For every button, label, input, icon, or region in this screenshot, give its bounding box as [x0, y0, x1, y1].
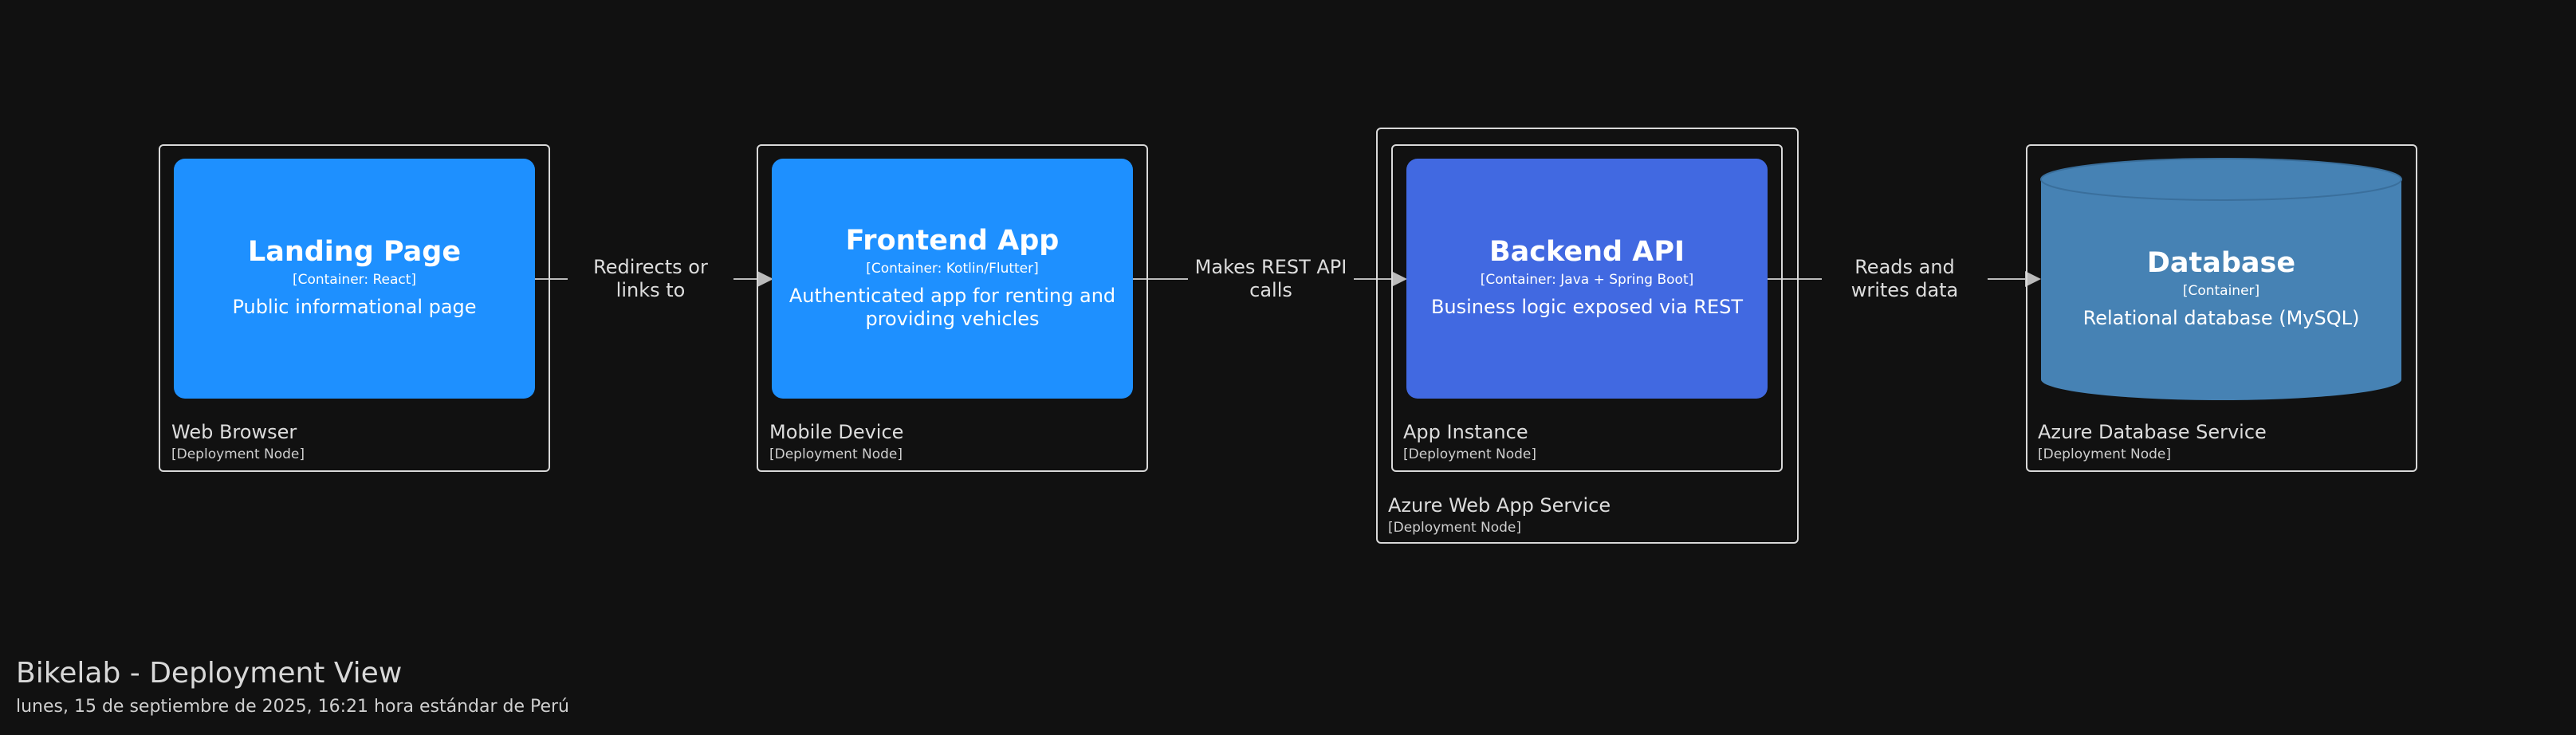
- node-type-web-browser: [Deployment Node]: [171, 446, 305, 462]
- node-type-azure-database: [Deployment Node]: [2038, 446, 2172, 462]
- edge-arrowhead-landing-frontend: [757, 271, 773, 287]
- container-database: Database [Container] Relational database…: [2041, 179, 2401, 379]
- container-desc-frontend: Authenticated app for renting and provid…: [789, 285, 1116, 330]
- node-type-mobile-device: [Deployment Node]: [769, 446, 903, 462]
- node-name-azure-database: Azure Database Service: [2038, 421, 2267, 443]
- container-desc-landing: Public informational page: [232, 296, 477, 318]
- container-title-database: Database: [2146, 247, 2296, 279]
- node-name-web-browser: Web Browser: [171, 421, 297, 443]
- edge-arrowhead-backend-database: [2025, 271, 2041, 287]
- edge-label-rest-calls: Makes REST API calls: [1188, 256, 1354, 302]
- container-title-landing: Landing Page: [247, 236, 462, 268]
- deployment-node-app-instance: [1391, 144, 1783, 472]
- container-title-backend: Backend API: [1489, 236, 1685, 268]
- container-landing-page: Landing Page [Container: React] Public i…: [174, 159, 535, 399]
- database-cylinder-body: [2041, 179, 2401, 400]
- deployment-node-azure-web-app: [1376, 128, 1799, 544]
- container-desc-database: Relational database (MySQL): [2082, 307, 2360, 329]
- node-type-app-instance: [Deployment Node]: [1403, 446, 1537, 462]
- deployment-node-mobile-device: [757, 144, 1148, 472]
- edge-label-reads-writes: Reads and writes data: [1822, 256, 1988, 302]
- container-tech-landing: [Container: React]: [292, 272, 417, 288]
- node-name-app-instance: App Instance: [1403, 421, 1528, 443]
- node-name-mobile-device: Mobile Device: [769, 421, 904, 443]
- container-tech-database: [Container]: [2182, 283, 2260, 299]
- diagram-title: Bikelab - Deployment View: [16, 657, 403, 690]
- deployment-node-azure-database: [2026, 144, 2417, 472]
- database-cylinder-top: [2040, 158, 2402, 201]
- node-name-azure-web-app: Azure Web App Service: [1388, 494, 1611, 517]
- container-frontend-app: Frontend App [Container: Kotlin/Flutter]…: [772, 159, 1133, 399]
- container-desc-backend: Business logic exposed via REST: [1430, 296, 1744, 318]
- node-type-azure-web-app: [Deployment Node]: [1388, 520, 1522, 536]
- container-tech-frontend: [Container: Kotlin/Flutter]: [866, 261, 1039, 277]
- container-backend-api: Backend API [Container: Java + Spring Bo…: [1406, 159, 1768, 399]
- edge-label-redirects: Redirects or links to: [568, 256, 733, 302]
- container-title-frontend: Frontend App: [845, 225, 1060, 257]
- database-cylinder: [2040, 158, 2402, 400]
- edge-arrowhead-frontend-backend: [1391, 271, 1407, 287]
- deployment-node-web-browser: [159, 144, 550, 472]
- diagram-timestamp: lunes, 15 de septiembre de 2025, 16:21 h…: [16, 697, 569, 717]
- container-tech-backend: [Container: Java + Spring Boot]: [1480, 272, 1694, 288]
